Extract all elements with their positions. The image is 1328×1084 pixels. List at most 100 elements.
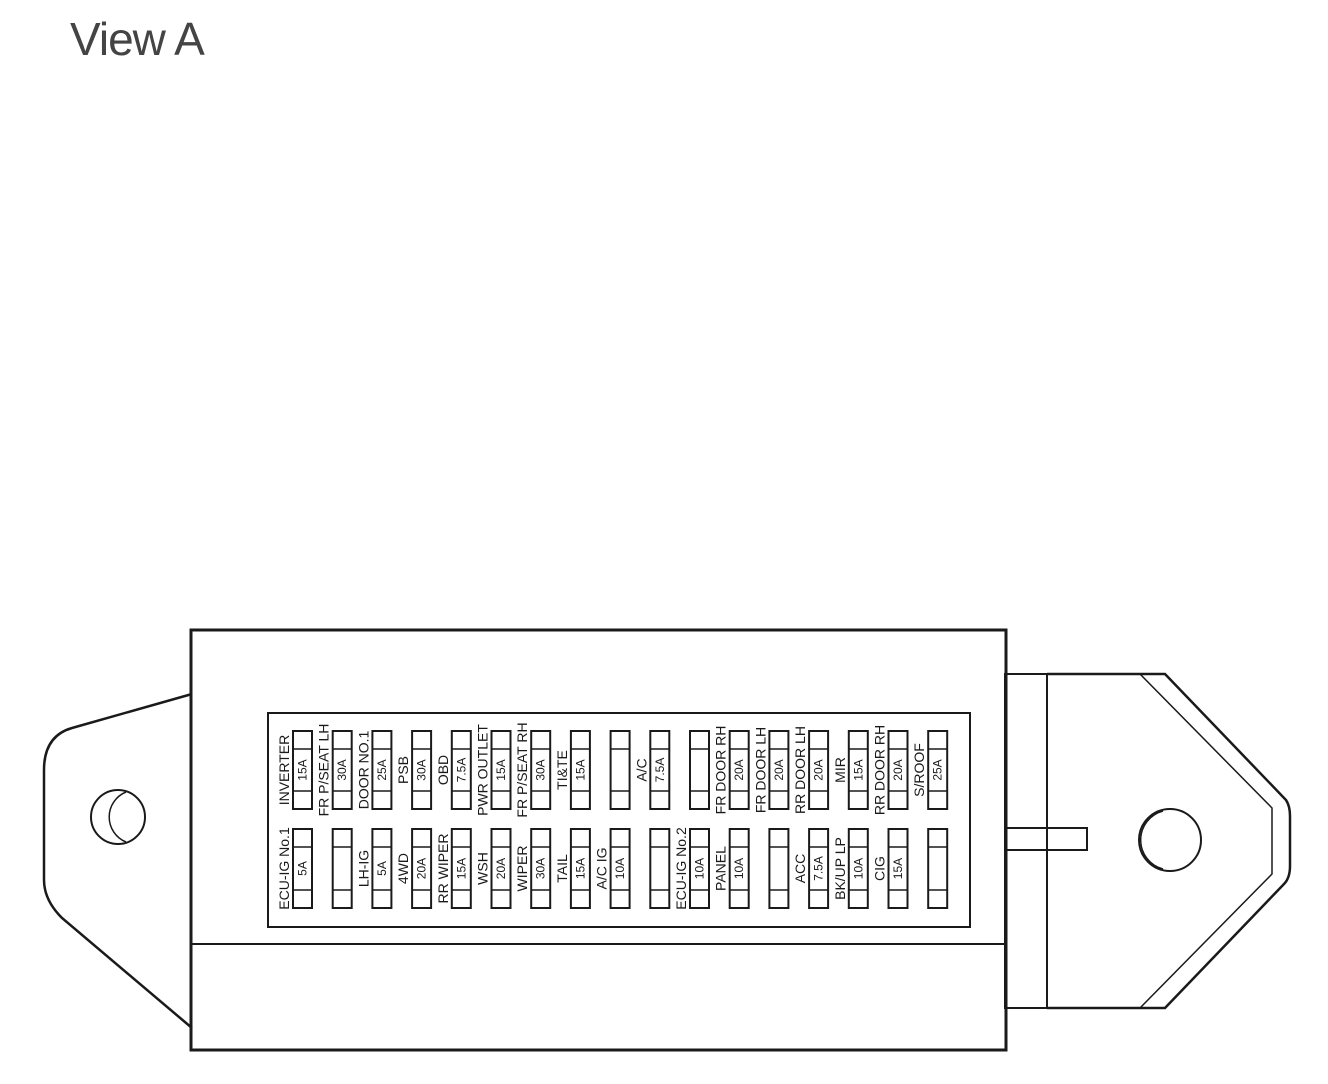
fuse-body xyxy=(689,730,710,810)
fuse-amp-rating: 10A xyxy=(693,858,707,879)
fuse-body xyxy=(490,828,512,909)
fuse-body xyxy=(569,730,591,810)
fuse-body xyxy=(649,828,671,909)
fuse-amp-rating: 25A xyxy=(375,759,389,780)
fuse-slot-top-13: 20A FR DOOR LH xyxy=(752,727,790,813)
fuse-circuit-label: DOOR NO.1 xyxy=(355,731,371,810)
fuse-amp-rating: 15A xyxy=(891,858,905,879)
fuse-circuit-label: TI&TE xyxy=(554,750,570,790)
left-mount-hole xyxy=(90,789,146,845)
fuse-body xyxy=(530,828,552,909)
fuse-body xyxy=(887,828,909,909)
fuse-circuit-label: OBD xyxy=(435,755,451,785)
fuse-body xyxy=(808,730,830,810)
fuse-amp-rating: 15A xyxy=(494,759,508,780)
fuse-amp-rating: 5A xyxy=(296,861,310,876)
fuse-circuit-label: BK/UP LP xyxy=(832,837,848,900)
fuse-circuit-label: RR WIPER xyxy=(435,834,451,904)
right-connector-bracket xyxy=(1004,672,1292,1010)
fuse-circuit-label: MIR xyxy=(832,757,848,783)
fuse-amp-rating: 15A xyxy=(573,858,587,879)
right-mount-hole xyxy=(1138,808,1202,872)
fuse-body xyxy=(292,730,313,810)
fuse-body xyxy=(927,828,949,909)
fuse-amp-rating: 5A xyxy=(375,861,389,876)
fuse-amp-rating: 20A xyxy=(415,858,429,879)
fuse-amp-rating: 20A xyxy=(812,759,826,780)
fuse-amp-rating: 20A xyxy=(494,858,508,879)
fuse-circuit-label: PANEL xyxy=(713,846,729,891)
fuse-circuit-label: ACC xyxy=(792,854,808,884)
fuse-body xyxy=(450,828,472,909)
fuse-slot-top-3: 25A DOOR NO.1 xyxy=(355,730,393,810)
fuse-amp-rating: 15A xyxy=(454,858,468,879)
fuse-amp-rating: 30A xyxy=(534,858,548,879)
fuse-amp-rating: 20A xyxy=(772,759,786,780)
fuse-body xyxy=(728,730,750,810)
fuse-body xyxy=(649,730,671,810)
fuse-body xyxy=(768,828,790,909)
right-connector xyxy=(1004,673,1048,1009)
fuse-amp-rating: 10A xyxy=(851,858,865,879)
fuse-body xyxy=(490,730,512,810)
fuse-body xyxy=(411,730,433,810)
fuse-body xyxy=(927,730,949,810)
fuse-amp-rating: 20A xyxy=(732,759,746,780)
fuse-body xyxy=(768,730,790,810)
fuse-circuit-label: WIPER xyxy=(514,846,530,892)
fuse-slot-bottom-13 xyxy=(768,828,790,909)
fuse-body xyxy=(609,730,631,810)
fuse-circuit-label: 4WD xyxy=(395,853,411,884)
fuse-circuit-label: RR DOOR RH xyxy=(872,725,888,815)
fuse-amp-rating: 7.5A xyxy=(812,856,826,881)
fuse-slot-bottom-17 xyxy=(927,828,949,909)
fuse-body xyxy=(371,730,393,810)
fuse-body xyxy=(728,828,750,909)
fuse-circuit-label: A/C xyxy=(633,758,649,781)
fuse-body xyxy=(847,730,869,810)
fuse-circuit-label: PSB xyxy=(395,756,411,784)
fuse-body xyxy=(887,730,909,810)
fuse-body xyxy=(530,730,552,810)
fuse-slot-bottom-7: 30A WIPER xyxy=(514,828,552,909)
fuse-amp-rating: 30A xyxy=(415,759,429,780)
fuse-body xyxy=(450,730,472,810)
fuse-circuit-label: PWR OUTLET xyxy=(475,724,491,816)
fuse-circuit-label: FR DOOR LH xyxy=(752,727,768,813)
fuse-body xyxy=(411,828,433,909)
fuse-circuit-label: FR P/SEAT RH xyxy=(514,722,530,817)
view-title: View A xyxy=(70,13,205,65)
fuse-body xyxy=(292,828,313,909)
fuse-amp-rating: 15A xyxy=(851,759,865,780)
fuse-slot-top-10: 7.5AA/C xyxy=(633,730,671,810)
fuse-circuit-label: WSH xyxy=(475,852,491,885)
fuse-amp-rating: 20A xyxy=(891,759,905,780)
fuse-amp-rating: 10A xyxy=(613,858,627,879)
fuse-slot-top-9 xyxy=(609,730,631,810)
fuse-body xyxy=(331,828,353,909)
left-mounting-bracket xyxy=(42,692,193,1029)
fuse-circuit-label: A/C IG xyxy=(594,847,610,889)
fuse-circuit-label: S/ROOF xyxy=(911,743,927,797)
fuse-circuit-label: FR P/SEAT LH xyxy=(316,724,332,817)
fuse-circuit-label: INVERTER xyxy=(276,735,292,806)
